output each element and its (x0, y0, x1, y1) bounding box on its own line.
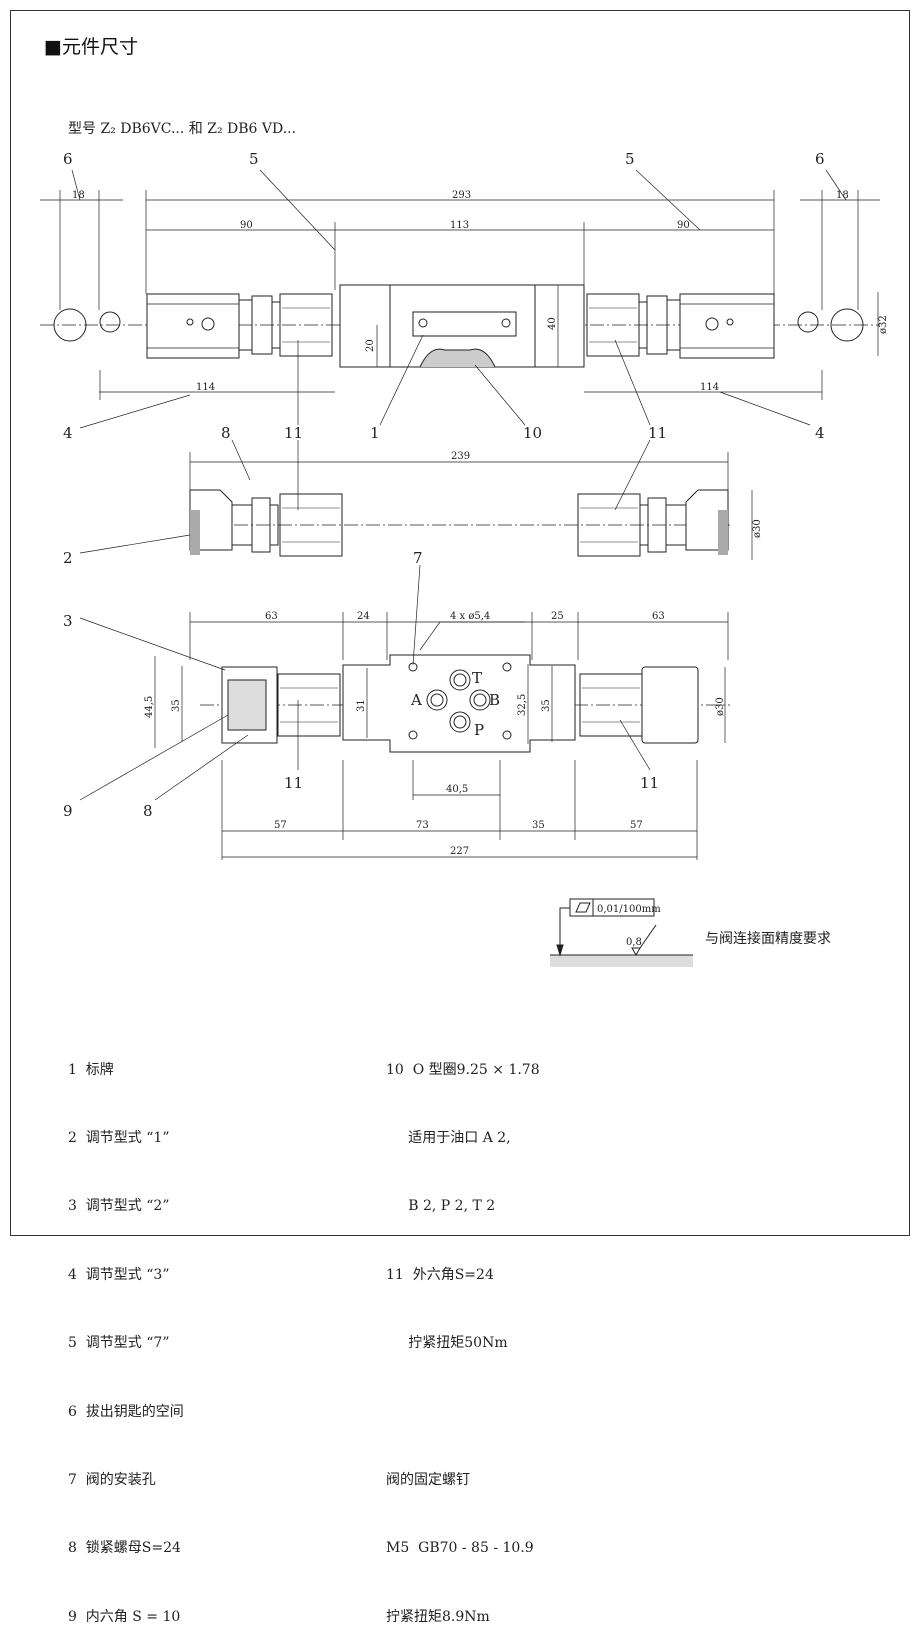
port-P: P (474, 721, 484, 739)
dim-18-right: 18 (836, 190, 849, 201)
dim-113: 113 (450, 220, 469, 231)
callout-11-bottom-right: 11 (640, 774, 659, 792)
dim-63-right: 63 (652, 611, 665, 622)
legend-right: 10 O 型圈9.25 × 1.78 适用于油口 A 2, B 2, P 2, … (386, 1013, 540, 1651)
callout-5-right: 5 (625, 150, 635, 168)
section-title: ■元件尺寸 (44, 36, 138, 58)
top-view: 18 293 18 90 113 90 40 20 ø32 114 114 6 … (40, 150, 889, 481)
bottom-view: 63 24 4 x ø5,4 25 63 44,5 35 31 32,5 35 … (63, 549, 730, 860)
legend-item: 2 调节型式 “1” (68, 1129, 170, 1146)
callout-7: 7 (413, 549, 423, 567)
legend-item (386, 1401, 540, 1424)
dim-40-5: 40,5 (446, 784, 468, 795)
legend-item: 适用于油口 A 2, (386, 1129, 511, 1146)
dim-114-left: 114 (196, 382, 215, 393)
dim-24: 24 (357, 611, 370, 622)
legend-item: 阀的固定螺钉 (386, 1471, 470, 1488)
callout-8-bottom: 8 (143, 802, 153, 820)
dim-30-bottom: ø30 (715, 697, 726, 716)
legend-left: 1 标牌 2 调节型式 “1” 3 调节型式 “2” 4 调节型式 “3” 5 … (68, 1013, 184, 1651)
dim-32-5: 32,5 (517, 694, 528, 716)
dim-57-left: 57 (274, 820, 287, 831)
tolerance-note: 与阀连接面精度要求 (705, 931, 831, 947)
dim-44-5: 44,5 (144, 696, 155, 718)
callout-8-middle: 8 (221, 424, 231, 442)
legend-item: 拧紧扭矩50Nm (386, 1335, 508, 1352)
legend-item: 7 阀的安装孔 (68, 1471, 156, 1488)
port-A: A (410, 691, 422, 709)
dim-31: 31 (356, 699, 367, 712)
dim-40: 40 (547, 317, 558, 330)
callout-11-bottom-left: 11 (284, 774, 303, 792)
dim-57-right: 57 (630, 820, 643, 831)
dim-35-bottom: 35 (532, 820, 545, 831)
callout-3: 3 (63, 612, 73, 630)
legend-item: 9 内六角 S = 10 (68, 1608, 181, 1625)
page-frame (10, 10, 910, 1236)
model-line: 型号 Z₂ DB6VC... 和 Z₂ DB6 VD... (68, 121, 297, 137)
flatness-value: 0,01/100mm (597, 904, 661, 915)
middle-view: 239 ø30 8 11 11 2 (63, 424, 763, 567)
legend-item: M5 GB70 - 85 - 10.9 (386, 1540, 534, 1557)
legend-item: B 2, P 2, T 2 (386, 1198, 496, 1215)
legend-item: 10 O 型圈9.25 × 1.78 (386, 1061, 540, 1078)
callout-2: 2 (63, 549, 73, 567)
dim-114-right: 114 (700, 382, 719, 393)
dim-73: 73 (416, 820, 429, 831)
callout-11-middle-left: 11 (284, 424, 303, 442)
dim-63-left: 63 (265, 611, 278, 622)
port-B: B (489, 691, 500, 709)
dim-90-right: 90 (677, 220, 690, 231)
legend-item: 6 拔出钥匙的空间 (68, 1403, 184, 1420)
dim-holes: 4 x ø5,4 (450, 611, 490, 622)
legend-item: 8 锁紧螺母S=24 (68, 1540, 181, 1557)
callout-5-left: 5 (249, 150, 259, 168)
dim-35-left: 35 (171, 699, 182, 712)
legend-item: 4 调节型式 “3” (68, 1266, 170, 1283)
dim-18-left: 18 (72, 190, 85, 201)
callout-6-right: 6 (815, 150, 825, 168)
dim-293: 293 (452, 190, 471, 201)
legend-item: 1 标牌 (68, 1061, 114, 1078)
dim-25: 25 (551, 611, 564, 622)
callout-4-right: 4 (815, 424, 825, 442)
callout-6-left: 6 (63, 150, 73, 168)
legend-item: 11 外六角S=24 (386, 1266, 494, 1283)
dim-30-middle: ø30 (752, 519, 763, 538)
dim-239: 239 (451, 451, 470, 462)
dim-90-left: 90 (240, 220, 253, 231)
legend-item: 拧紧扭矩8.9Nm (386, 1608, 490, 1625)
legend-item: 5 调节型式 “7” (68, 1335, 170, 1352)
callout-4-left: 4 (63, 424, 73, 442)
callout-10: 10 (523, 424, 542, 442)
dim-227: 227 (450, 846, 469, 857)
callout-1: 1 (370, 424, 380, 442)
legend-item: 3 调节型式 “2” (68, 1198, 170, 1215)
dim-20: 20 (365, 339, 376, 352)
port-T: T (472, 669, 482, 687)
dim-32: ø32 (878, 315, 889, 334)
callout-11-middle-right: 11 (648, 424, 667, 442)
dim-35-right: 35 (541, 699, 552, 712)
callout-9: 9 (63, 802, 73, 820)
tolerance-symbol: 0,01/100mm 0,8 (550, 898, 693, 967)
roughness-value: 0,8 (626, 937, 642, 948)
technical-drawing: 18 293 18 90 113 90 40 20 ø32 114 114 6 … (40, 150, 889, 967)
